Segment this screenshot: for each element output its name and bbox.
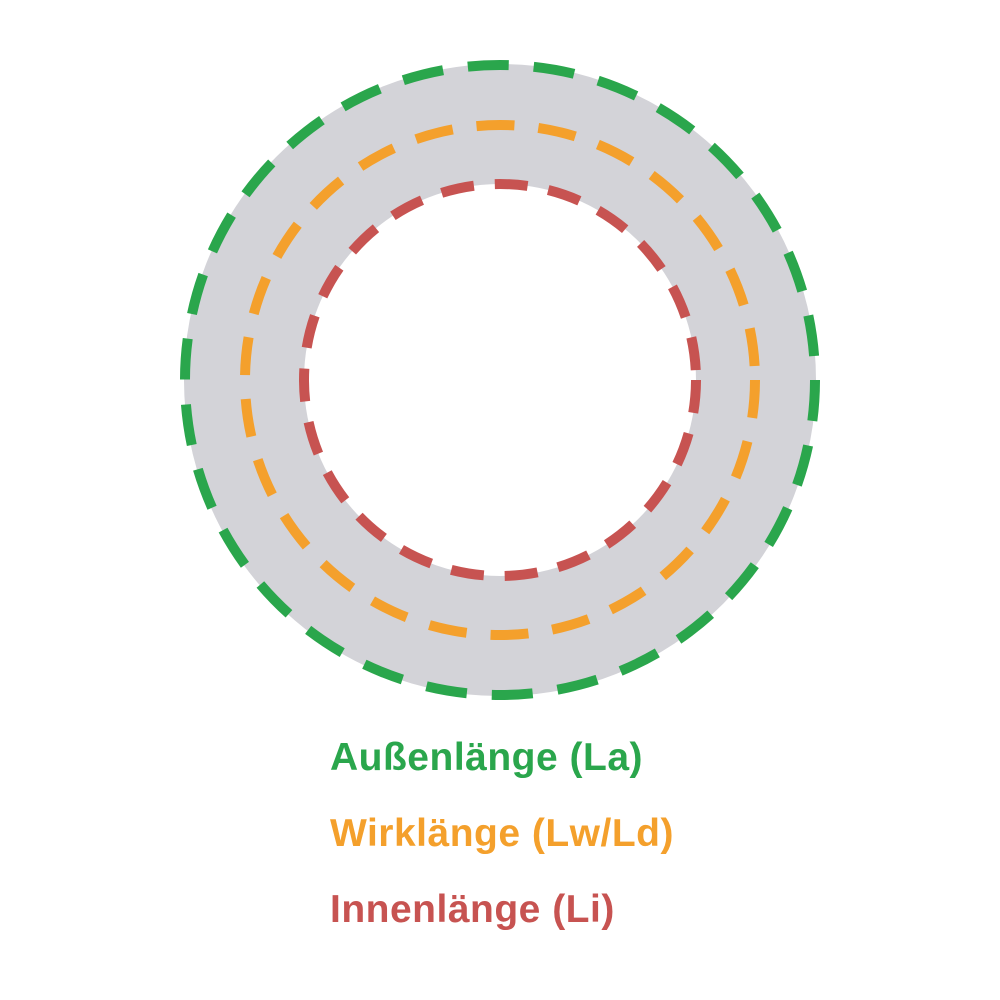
effective-length-label: Wirklänge (Lw/Ld) — [330, 811, 674, 855]
outer-length-label: Außenlänge (La) — [330, 736, 644, 779]
inner-length-circle — [299, 179, 701, 581]
inner-length-label: Innenlänge (Li) — [330, 887, 615, 931]
outer-length-circle — [180, 60, 820, 700]
effective-length-circle — [240, 120, 760, 640]
legend: Außenlänge (La) Wirklänge (Lw/Ld) Innenl… — [330, 736, 674, 932]
